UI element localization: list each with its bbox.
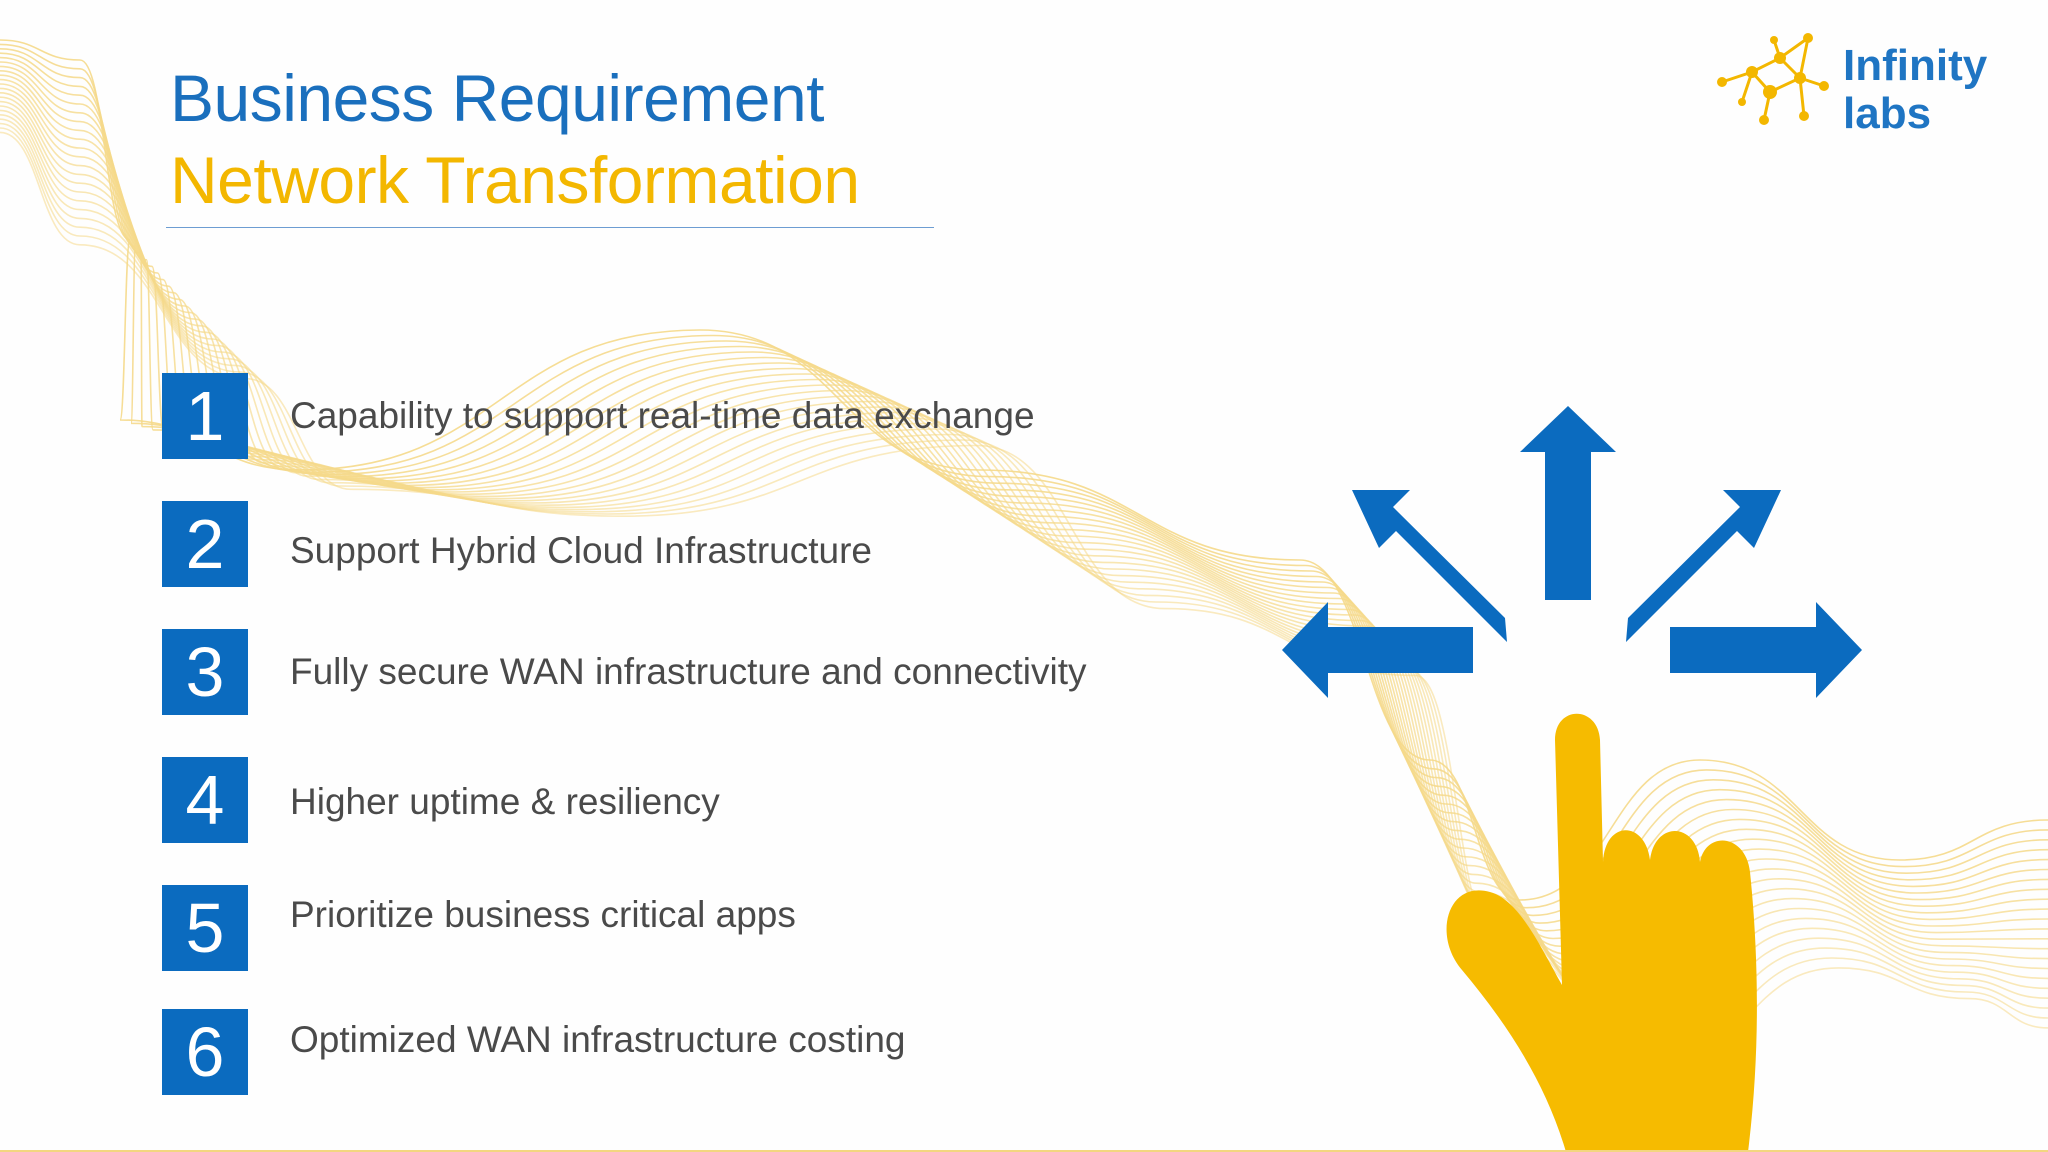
infinity-labs-logo (1717, 33, 1829, 125)
title-divider (166, 227, 934, 228)
requirement-item: 6 Optimized WAN infrastructure costing (162, 1009, 1162, 1095)
bottom-border (0, 1150, 2048, 1152)
requirement-number-badge: 3 (162, 629, 248, 715)
requirement-text: Support Hybrid Cloud Infrastructure (290, 530, 872, 571)
requirement-item: 5 Prioritize business critical apps (162, 885, 1162, 971)
requirement-text: Higher uptime & resiliency (290, 781, 720, 822)
requirement-text: Fully secure WAN infrastructure and conn… (290, 651, 1087, 692)
wave-line (0, 65, 2048, 948)
slide-subtitle: Network Transformation (170, 143, 860, 217)
wave-line (0, 61, 2048, 940)
requirement-number-badge: 6 (162, 1009, 248, 1095)
logo-text-infinity: Infinity (1843, 41, 1988, 90)
wave-line (0, 52, 2048, 924)
requirement-number-badge: 1 (162, 373, 248, 459)
pointing-hand-icon (1446, 713, 1757, 1152)
requirement-text: Optimized WAN infrastructure costing (290, 1019, 906, 1060)
requirement-text: Prioritize business critical apps (290, 894, 796, 935)
requirements-list: 1 Capability to support real-time data e… (162, 373, 1162, 1095)
requirement-number-badge: 2 (162, 501, 248, 587)
arrows-and-hand-graphic (1282, 406, 1862, 1152)
requirement-item: 4 Higher uptime & resiliency (162, 757, 1162, 843)
requirement-text: Capability to support real-time data exc… (290, 395, 1035, 436)
requirement-item: 3 Fully secure WAN infrastructure and co… (162, 629, 1162, 715)
requirement-item: 1 Capability to support real-time data e… (162, 373, 1162, 459)
logo-text-labs: labs (1843, 89, 1932, 138)
slide-title: Business Requirement (170, 61, 825, 135)
requirement-number-badge: 4 (162, 757, 248, 843)
arrows-out-icon (1282, 406, 1862, 698)
requirement-item: 2 Support Hybrid Cloud Infrastructure (162, 501, 1162, 587)
requirement-number-badge: 5 (162, 885, 248, 971)
wave-line (0, 39, 2048, 901)
wave-line (0, 48, 2048, 917)
